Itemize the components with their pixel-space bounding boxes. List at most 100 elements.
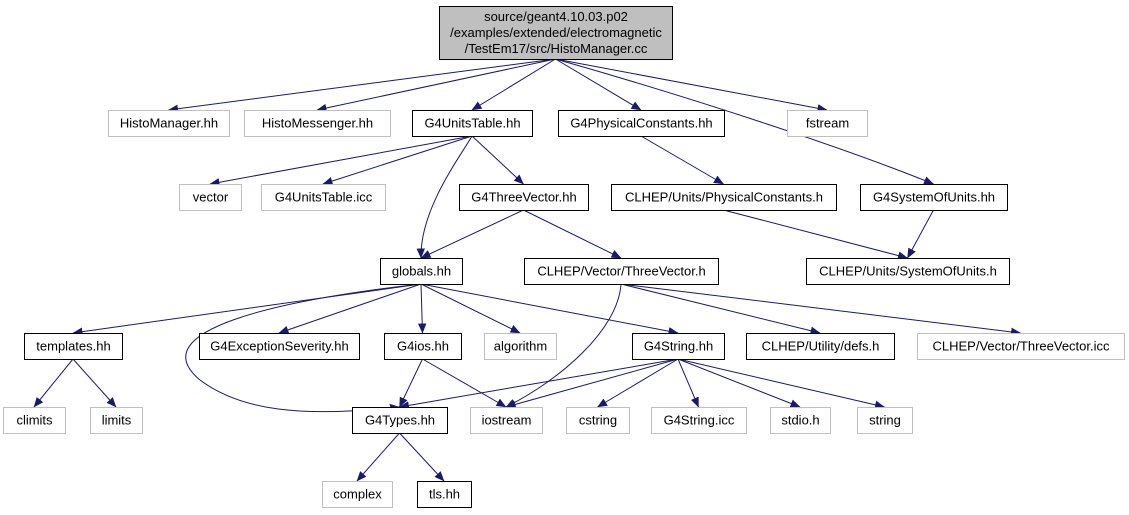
node-box-tls_hh: [417, 481, 472, 508]
node-g4physicalconstants_hh[interactable]: G4PhysicalConstants.hh: [558, 110, 725, 137]
edge-globals_hh-to-templates_hh: [72, 283, 422, 336]
node-box-string: [857, 407, 913, 434]
node-clhep_utility_defs_h[interactable]: CLHEP/Utility/defs.h: [746, 333, 895, 360]
node-box-cstring: [566, 407, 630, 434]
nodes: source/geant4.10.03.p02/examples/extende…: [3, 6, 1125, 508]
node-globals_hh[interactable]: globals.hh: [380, 258, 463, 285]
edges: [33, 58, 1021, 482]
node-box-templates_hh: [24, 333, 123, 360]
edge-clhep_threevector_h-to-iostream: [505, 283, 622, 408]
node-g4threevector_hh[interactable]: G4ThreeVector.hh: [459, 184, 589, 211]
node-box-clhep_utility_defs_h: [746, 333, 895, 360]
node-box-g4systemofunits_hh: [860, 184, 1008, 211]
node-box-clhep_threevector_h: [524, 258, 719, 285]
node-label-root-line-2: /TestEm17/src/HistoManager.cc: [465, 41, 648, 56]
edge-clhep_threevector_h-to-clhep_threevector_icc: [620, 283, 1021, 337]
edge-globals_hh-to-g4ios_hh: [418, 283, 427, 334]
edge-globals_hh-to-g4types_hh: [185, 283, 422, 413]
edge-g4unitstable_hh-to-g4threevector_hh: [471, 135, 524, 185]
edge-globals_hh-to-g4exceptionseverity_hh: [278, 283, 422, 334]
edge-g4threevector_hh-to-globals_hh: [420, 209, 524, 259]
node-box-clhep_systemofunits_h: [806, 258, 1010, 285]
node-label-globals_hh: globals.hh: [392, 264, 451, 279]
node-box-algorithm: [484, 333, 557, 360]
node-box-g4unitstable_hh: [412, 110, 533, 137]
node-label-g4threevector_hh: G4ThreeVector.hh: [471, 190, 577, 205]
node-histomessenger_hh: HistoMessenger.hh: [244, 110, 391, 137]
node-label-root-line-0: source/geant4.10.03.p02: [484, 9, 628, 24]
node-box-histomessenger_hh: [244, 110, 391, 137]
node-limits: limits: [90, 407, 143, 434]
node-label-clhep_threevector_icc: CLHEP/Vector/ThreeVector.icc: [932, 339, 1110, 354]
node-label-tls_hh: tls.hh: [429, 487, 460, 502]
edge-clhep_threevector_h-to-clhep_utility_defs_h: [620, 283, 821, 335]
edge-root-to-histomanager_hh: [168, 58, 556, 113]
node-g4unitstable_icc: G4UnitsTable.icc: [261, 184, 386, 211]
node-clhep_threevector_h[interactable]: CLHEP/Vector/ThreeVector.h: [524, 258, 719, 285]
node-box-g4unitstable_icc: [261, 184, 386, 211]
node-box-g4ios_hh: [384, 333, 462, 360]
edge-g4systemofunits_hh-to-clhep_systemofunits_h: [907, 209, 934, 259]
node-label-limits: limits: [102, 413, 132, 428]
edge-clhep_physicalconstants_h-to-clhep_systemofunits_h: [723, 209, 908, 260]
node-box-globals_hh: [380, 258, 463, 285]
node-label-g4unitstable_icc: G4UnitsTable.icc: [275, 190, 373, 205]
node-label-clhep_threevector_h: CLHEP/Vector/ThreeVector.h: [537, 264, 705, 279]
node-box-limits: [90, 407, 143, 434]
edge-g4unitstable_hh-to-globals_hh: [416, 135, 473, 259]
node-g4systemofunits_hh[interactable]: G4SystemOfUnits.hh: [860, 184, 1008, 211]
edge-globals_hh-to-g4string_hh: [420, 283, 679, 336]
node-box-g4threevector_hh: [459, 184, 589, 211]
node-box-fstream: [787, 110, 868, 137]
node-vector: vector: [179, 184, 242, 211]
node-clhep_physicalconstants_h[interactable]: CLHEP/Units/PhysicalConstants.h: [611, 184, 837, 211]
node-root[interactable]: source/geant4.10.03.p02/examples/extende…: [439, 6, 673, 60]
node-box-clhep_threevector_icc: [917, 333, 1125, 360]
edge-g4string_hh-to-g4types_hh: [399, 358, 679, 410]
node-label-vector: vector: [193, 190, 229, 205]
node-g4exceptionseverity_hh[interactable]: G4ExceptionSeverity.hh: [199, 333, 360, 360]
node-label-templates_hh: templates.hh: [36, 339, 110, 354]
node-g4types_hh[interactable]: G4Types.hh: [352, 407, 448, 434]
node-label-complex: complex: [333, 487, 382, 502]
node-climits: climits: [3, 407, 66, 434]
edge-g4types_hh-to-complex: [356, 432, 400, 482]
edge-g4string_hh-to-iostream: [505, 358, 679, 409]
node-histomanager_hh: HistoManager.hh: [108, 110, 230, 137]
node-box-iostream: [470, 407, 543, 434]
node-label-string: string: [869, 413, 901, 428]
edge-globals_hh-to-algorithm: [420, 283, 521, 334]
node-tls_hh[interactable]: tls.hh: [417, 481, 472, 508]
node-label-climits: climits: [16, 413, 53, 428]
edge-g4string_hh-to-stdio_h: [677, 358, 801, 408]
node-templates_hh[interactable]: templates.hh: [24, 333, 123, 360]
node-stdio_h: stdio.h: [770, 407, 831, 434]
edge-templates_hh-to-climits: [33, 358, 74, 408]
node-algorithm: algorithm: [484, 333, 557, 360]
node-label-histomessenger_hh: HistoMessenger.hh: [262, 116, 373, 131]
node-box-stdio_h: [770, 407, 831, 434]
edge-g4unitstable_hh-to-g4unitstable_icc: [322, 135, 473, 186]
node-label-g4unitstable_hh: G4UnitsTable.hh: [424, 116, 520, 131]
node-string: string: [857, 407, 913, 434]
node-g4ios_hh[interactable]: G4ios.hh: [384, 333, 462, 360]
edge-g4ios_hh-to-iostream: [422, 358, 507, 408]
node-label-clhep_physicalconstants_h: CLHEP/Units/PhysicalConstants.h: [625, 190, 823, 205]
edge-root-to-g4systemofunits_hh: [555, 58, 934, 185]
node-label-g4physicalconstants_hh: G4PhysicalConstants.hh: [570, 116, 712, 131]
edge-g4ios_hh-to-g4types_hh: [399, 358, 423, 408]
edge-root-to-histomessenger_hh: [316, 58, 556, 113]
node-g4string_hh[interactable]: G4String.hh: [632, 333, 725, 360]
edge-g4string_hh-to-string: [677, 358, 885, 409]
edge-g4string_hh-to-cstring: [597, 358, 679, 408]
node-label-clhep_systemofunits_h: CLHEP/Units/SystemOfUnits.h: [819, 264, 997, 279]
node-clhep_systemofunits_h[interactable]: CLHEP/Units/SystemOfUnits.h: [806, 258, 1010, 285]
node-box-g4exceptionseverity_hh: [199, 333, 360, 360]
node-label-iostream: iostream: [482, 413, 532, 428]
node-cstring: cstring: [566, 407, 630, 434]
node-g4unitstable_hh[interactable]: G4UnitsTable.hh: [412, 110, 533, 137]
node-label-g4ios_hh: G4ios.hh: [397, 339, 449, 354]
node-label-algorithm: algorithm: [494, 339, 547, 354]
edge-root-to-fstream: [555, 58, 828, 113]
